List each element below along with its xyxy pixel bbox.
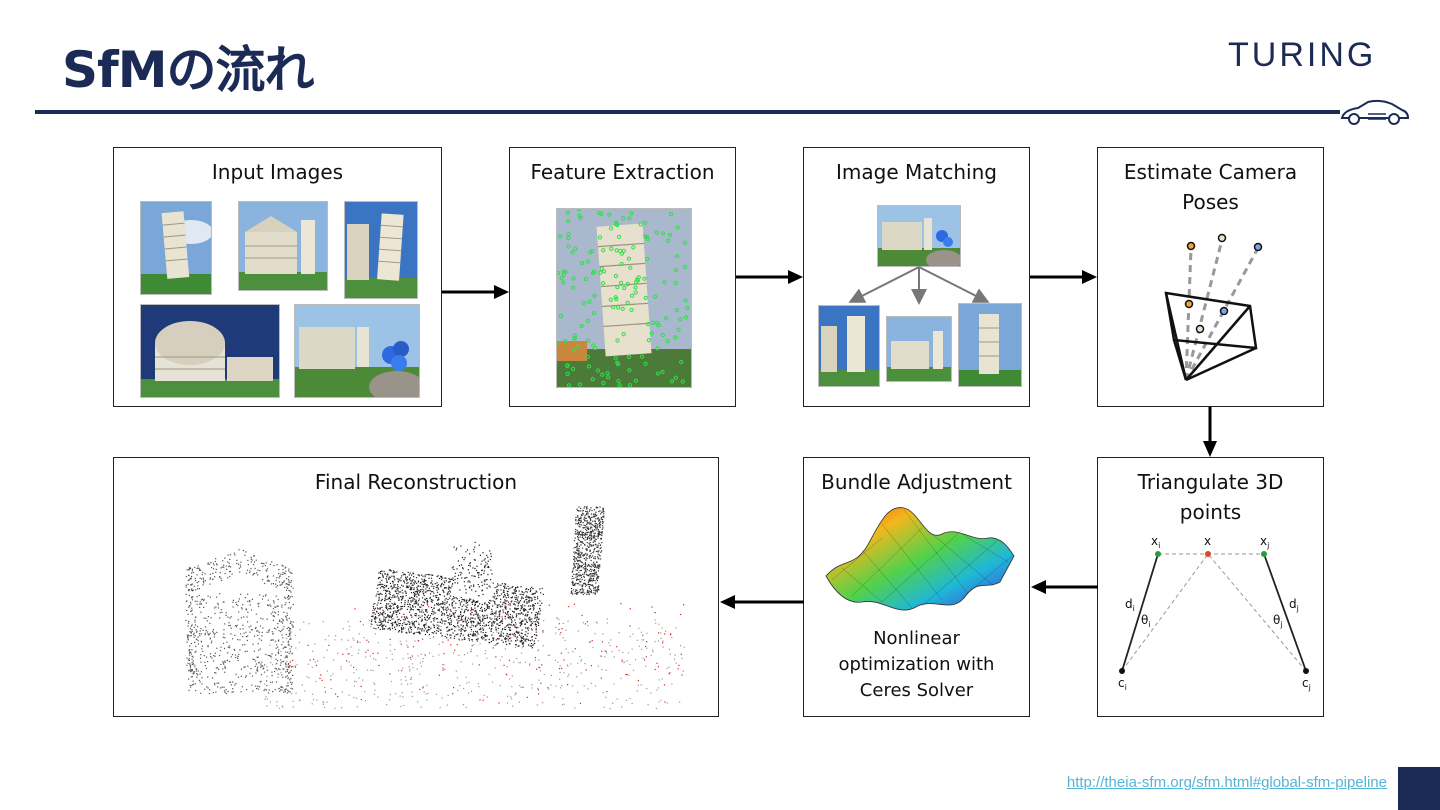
arrow-feature-to-matching — [736, 270, 803, 284]
image-matching-box: Image Matching — [803, 147, 1030, 407]
triangulate-box: Triangulate 3D points xi x xj di θi dj θ… — [1097, 457, 1324, 717]
input-photo-tower-side — [344, 201, 418, 299]
label-thetaj: θj — [1273, 613, 1283, 629]
header-rule — [35, 110, 1340, 114]
input-photo-with-toy — [294, 304, 420, 398]
source-link[interactable]: http://theia-sfm.org/sfm.html#global-sfm… — [1066, 774, 1387, 791]
input-photo-tower — [140, 201, 212, 295]
label-dj: dj — [1289, 597, 1299, 613]
label-thetai: θi — [1141, 613, 1151, 629]
estimate-camera-poses-box: Estimate Camera Poses — [1097, 147, 1324, 407]
label-cj: cj — [1302, 676, 1311, 692]
arrow-triangulate-to-bundle — [1031, 580, 1098, 594]
feature-photo — [556, 208, 692, 388]
feature-extraction-box: Feature Extraction — [509, 147, 736, 407]
image-matching-label: Image Matching — [836, 160, 997, 184]
estimate-camera-poses-label-2: Poses — [1182, 190, 1239, 214]
matching-result-1 — [818, 305, 880, 387]
final-reconstruction-label: Final Reconstruction — [314, 470, 518, 494]
label-x: x — [1204, 534, 1211, 548]
input-photo-cathedral — [238, 201, 328, 291]
label-xi: xi — [1151, 534, 1160, 550]
bundle-adjustment-surface — [825, 507, 1015, 611]
feature-extraction-label: Feature Extraction — [530, 160, 715, 184]
matching-result-2 — [886, 316, 952, 382]
label-di: di — [1125, 597, 1135, 613]
bundle-caption-line-3: Ceres Solver — [859, 680, 974, 701]
estimate-camera-poses-label-1: Estimate Camera — [1123, 160, 1298, 184]
bundle-adjustment-box: Bundle Adjustment Nonlinear optimization… — [803, 457, 1030, 717]
input-images-label: Input Images — [211, 160, 344, 184]
arrow-bundle-to-final — [720, 595, 804, 609]
triangulate-label-2: points — [1179, 500, 1242, 524]
matching-result-3 — [958, 303, 1022, 387]
car-icon — [1340, 99, 1410, 125]
label-ci: ci — [1118, 676, 1127, 692]
bundle-adjustment-label: Bundle Adjustment — [821, 470, 1012, 494]
point-cloud — [185, 506, 685, 710]
arrow-input-to-feature — [442, 285, 509, 299]
page-title: SfMの流れ — [62, 41, 315, 99]
arrow-camera-to-triangulate — [1203, 407, 1217, 457]
label-xj: xj — [1260, 534, 1269, 550]
page-corner-marker — [1398, 767, 1440, 810]
input-images-box: Input Images — [113, 147, 442, 407]
bundle-caption-line-2: optimization with — [838, 654, 995, 675]
final-reconstruction-box: Final Reconstruction — [113, 457, 719, 717]
camera-frustum-diagram — [1164, 233, 1263, 382]
matching-arrows — [848, 266, 990, 305]
triangulation-diagram: xi x xj di θi dj θj ci cj — [1118, 534, 1311, 692]
triangulate-label-1: Triangulate 3D — [1137, 470, 1284, 494]
matching-query-photo — [877, 205, 961, 267]
input-photo-baptistery — [140, 304, 280, 398]
bundle-caption-line-1: Nonlinear — [873, 628, 960, 649]
turing-logo: TURING — [1228, 36, 1377, 74]
arrow-matching-to-camera — [1030, 270, 1097, 284]
